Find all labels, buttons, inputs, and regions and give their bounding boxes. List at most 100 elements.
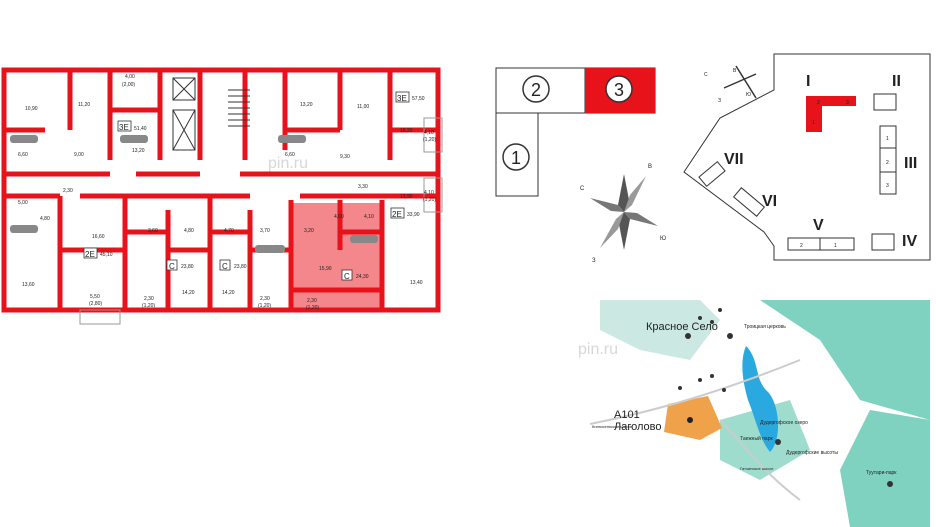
svg-text:2: 2 (886, 160, 889, 166)
section-2-marker[interactable] (522, 75, 550, 103)
room-area: 14,20 (222, 290, 235, 296)
room-area: 3,30 (358, 184, 368, 190)
svg-text:Кингисеппское шоссе: Кингисеппское шоссе (592, 424, 633, 429)
room-area: 2,30 (144, 296, 154, 302)
room-area: 14,20 (182, 290, 195, 296)
room-area: 6,60 (18, 152, 28, 158)
balconies (79, 117, 443, 325)
section-label: 3 (614, 80, 624, 100)
compass-north: С (580, 186, 585, 192)
room-area: 4,80 (40, 216, 50, 222)
section-label: 2 (531, 80, 541, 100)
building-label: V (813, 217, 824, 234)
room-area: 9,30 (340, 154, 350, 160)
room-area: 4,10 (424, 130, 434, 136)
svg-text:Ю: Ю (746, 92, 751, 98)
room-area: 4,00 (334, 214, 344, 220)
compass-south: Ю (660, 236, 666, 242)
svg-text:pin.ru: pin.ru (268, 155, 308, 172)
lake (742, 346, 779, 452)
selected-apartment-fill[interactable] (291, 203, 382, 311)
staircase (172, 77, 250, 151)
svg-text:В: В (733, 68, 737, 74)
project-code: А101 (614, 409, 640, 421)
room-area: 4,10 (364, 214, 374, 220)
apartment-area: 51,40 (134, 126, 147, 132)
building-label: IV (902, 233, 917, 250)
room-area: 5,00 (18, 200, 28, 206)
room-area: (1,20) (258, 303, 271, 309)
svg-text:Таежный парк: Таежный парк (740, 435, 773, 442)
apartment-area: 33,90 (407, 212, 420, 218)
section-plan: 2 3 1 (495, 67, 656, 197)
location-map: Красное Село А101 Лаголово Троицкая церк… (589, 300, 930, 527)
room-area: 13,20 (300, 102, 313, 108)
apartment-type: 3E (119, 123, 129, 132)
room-area: 2,30 (63, 188, 73, 194)
compass-east: В (648, 164, 652, 170)
svg-text:3: 3 (846, 100, 849, 106)
building-label: III (904, 155, 917, 172)
room-area: (2,00) (122, 82, 135, 88)
building-label: II (892, 73, 901, 90)
building-label: I (806, 73, 810, 90)
apartment-type: 2E (85, 250, 95, 259)
room-area: 4,70 (224, 228, 234, 234)
room-area: 4,00 (125, 74, 135, 80)
building-label: VII (724, 151, 744, 168)
building-I-selected[interactable] (806, 96, 856, 106)
svg-text:2: 2 (800, 243, 803, 249)
svg-text:1: 1 (886, 136, 889, 142)
project-name: Лаголово (614, 421, 661, 433)
apartment-area: 23,80 (181, 264, 194, 270)
room-area: (1,20) (423, 197, 436, 203)
sanitary-icons (10, 135, 378, 253)
room-area: 13,60 (22, 282, 35, 288)
apartment-type: С (169, 262, 175, 271)
room-area: 2,30 (260, 296, 270, 302)
svg-text:3: 3 (886, 183, 889, 189)
watermark: pin.ru pin.ru (268, 155, 618, 358)
room-area: 5,50 (90, 294, 100, 300)
svg-text:Дудергофское озеро: Дудергофское озеро (760, 420, 808, 426)
room-area: 6,60 (285, 152, 295, 158)
place-label: Красное Село (646, 321, 718, 333)
project-area[interactable] (664, 396, 722, 440)
room-area: (1,20) (423, 137, 436, 143)
room-area: 13,90 (400, 194, 413, 200)
room-area: 11,00 (357, 104, 369, 110)
room-area: 15,90 (319, 266, 332, 272)
apartment-badges: 3E 51,40 3E 57,50 2E 33,90 2E 45,10 С 23… (83, 91, 425, 281)
svg-text:С: С (704, 72, 708, 78)
building-label: VI (762, 193, 777, 210)
room-area: 13,40 (410, 280, 423, 286)
room-area: (1,20) (306, 305, 319, 311)
svg-text:Гатчинское шоссе: Гатчинское шоссе (740, 466, 774, 471)
room-area: 3,20 (304, 228, 314, 234)
apartment-area: 23,80 (234, 264, 247, 270)
room-area: (2,80) (89, 301, 102, 307)
apartment-type: 3E (397, 94, 407, 103)
svg-text:1: 1 (834, 243, 837, 249)
svg-text:З: З (718, 98, 721, 104)
svg-text:pin.ru: pin.ru (578, 341, 618, 358)
room-area: 4,80 (184, 228, 194, 234)
svg-text:Туутари-парк: Туутари-парк (866, 470, 897, 476)
section-3-marker[interactable] (605, 75, 633, 103)
apartment-area: 24,30 (356, 274, 369, 280)
floor-plan: 10,90 11,20 4,00 (2,00) 13,20 11,00 18,2… (1, 67, 443, 325)
park-area (760, 300, 930, 420)
room-area: 11,20 (78, 102, 90, 108)
room-area: 3,60 (148, 228, 158, 234)
apartment-type: 2E (392, 210, 402, 219)
apartment-area: 45,10 (100, 252, 113, 258)
room-area: (1,20) (142, 303, 155, 309)
svg-text:2: 2 (817, 100, 820, 106)
section-1-marker[interactable] (502, 143, 530, 171)
room-area: 9,00 (74, 152, 84, 158)
room-area: 16,60 (92, 234, 105, 240)
room-labels: 10,90 11,20 4,00 (2,00) 13,20 11,00 18,2… (18, 74, 436, 311)
room-area: 2,30 (307, 298, 317, 304)
compass-west: З (592, 258, 596, 264)
